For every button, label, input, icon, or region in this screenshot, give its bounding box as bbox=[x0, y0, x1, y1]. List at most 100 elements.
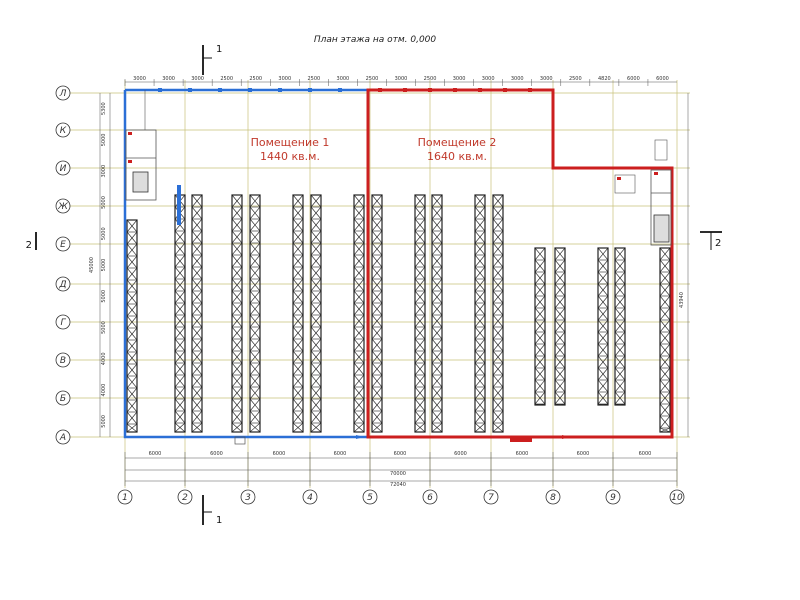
top-segment-dim: 2500 bbox=[249, 76, 262, 82]
row-axis-label: К bbox=[60, 126, 67, 136]
top-segment-dim: 3000 bbox=[278, 76, 291, 82]
row-axis-bubble: Д bbox=[55, 276, 71, 292]
column-axis-label: 8 bbox=[550, 493, 556, 503]
room-2-name: Помещение 2 bbox=[418, 136, 497, 149]
row-axis-label: А bbox=[59, 433, 66, 443]
row-axis-label: Ж bbox=[57, 202, 68, 212]
rack-row bbox=[353, 194, 365, 433]
dim-total-1: 70000 bbox=[390, 471, 406, 477]
rack-row bbox=[310, 194, 322, 433]
column-axis-label: 9 bbox=[610, 493, 616, 503]
axis-grid bbox=[70, 80, 690, 488]
top-segment-dim: 2500 bbox=[424, 76, 437, 82]
top-segment-dim: 3000 bbox=[540, 76, 553, 82]
dim-left-total: 45000 bbox=[89, 257, 95, 273]
top-segment-dim: 3000 bbox=[482, 76, 495, 82]
row-axis-label: Е bbox=[60, 240, 66, 250]
top-segment-dim: 2500 bbox=[307, 76, 320, 82]
left-segment-dim: 5000 bbox=[101, 321, 107, 334]
column-axis-bubble: 1 bbox=[117, 489, 133, 505]
left-segment-dim: 4000 bbox=[101, 384, 107, 397]
left-segment-dim: 5300 bbox=[101, 102, 107, 115]
column-axis-label: 6 bbox=[427, 493, 433, 503]
section-mark-right: 2 bbox=[715, 238, 721, 249]
bottom-span-dim: 6000 bbox=[516, 451, 529, 457]
left-segment-dim: 5000 bbox=[101, 134, 107, 147]
top-segment-dim: 3000 bbox=[337, 76, 350, 82]
column-axis-bubble: 7 bbox=[483, 489, 499, 505]
section-mark-bottom: 1 bbox=[216, 515, 222, 526]
bottom-span-dim: 6000 bbox=[577, 451, 590, 457]
row-axis-bubble: Б bbox=[55, 390, 71, 406]
rack-row bbox=[534, 247, 546, 406]
rack-row bbox=[292, 194, 304, 433]
left-segment-dim: 5000 bbox=[101, 196, 107, 209]
column-axis-bubble: 8 bbox=[545, 489, 561, 505]
top-segment-dim: 2500 bbox=[366, 76, 379, 82]
row-axis-bubble: И bbox=[55, 160, 71, 176]
row-axis-bubble: Л bbox=[55, 85, 71, 101]
plan-title: План этажа на отм. 0,000 bbox=[314, 35, 437, 45]
column-axis-label: 2 bbox=[182, 493, 188, 503]
left-segment-dim: 5000 bbox=[101, 290, 107, 303]
top-segment-dim: 3000 bbox=[133, 76, 146, 82]
column-axis-bubble: 6 bbox=[422, 489, 438, 505]
rack-row bbox=[191, 194, 203, 433]
row-axis-bubble: Г bbox=[55, 314, 71, 330]
row-axis-label: И bbox=[60, 164, 67, 174]
rack-row bbox=[174, 194, 186, 433]
row-axis-bubble: А bbox=[55, 429, 71, 445]
section-marker-left: 2 bbox=[26, 232, 37, 251]
row-axis-bubble: К bbox=[55, 122, 71, 138]
column-axis-label: 4 bbox=[307, 493, 313, 503]
row-axis-bubble: Ж bbox=[55, 198, 71, 214]
section-marker-top: 1 bbox=[202, 44, 222, 75]
row-axis-label: Л bbox=[59, 89, 67, 99]
axis-bubbles: 1 2 3 4 5 6 7 8 9 10 Л К И Ж Е Д Г В Б А bbox=[55, 85, 685, 505]
column-axis-bubble: 5 bbox=[362, 489, 378, 505]
left-segment-dim: 4000 bbox=[101, 352, 107, 365]
bottom-span-dim: 6000 bbox=[149, 451, 162, 457]
bottom-span-dim: 6000 bbox=[394, 451, 407, 457]
top-segment-dim: 6000 bbox=[627, 76, 640, 82]
rack-row bbox=[126, 219, 138, 433]
left-segment-dim: 5000 bbox=[101, 227, 107, 240]
room-1-area: 1440 кв.м. bbox=[260, 150, 320, 163]
bottom-span-dim: 6000 bbox=[454, 451, 467, 457]
row-axis-label: Б bbox=[60, 394, 66, 404]
row-axis-bubble: В bbox=[55, 352, 71, 368]
section-mark-left: 2 bbox=[26, 240, 32, 251]
room-1-name: Помещение 1 bbox=[251, 136, 330, 149]
column-axis-bubble: 10 bbox=[669, 489, 685, 505]
dim-right-total: 43940 bbox=[679, 292, 685, 308]
rack-row bbox=[431, 194, 443, 433]
rack-row bbox=[249, 194, 261, 433]
utility-rooms-right bbox=[614, 139, 672, 246]
room-1-walls bbox=[123, 88, 368, 439]
utility-rooms-left bbox=[125, 90, 157, 201]
top-segment-dim: 6000 bbox=[656, 76, 669, 82]
top-segment-dim: 4820 bbox=[598, 76, 611, 82]
column-axis-bubble: 9 bbox=[605, 489, 621, 505]
row-axis-label: Д bbox=[58, 280, 66, 290]
top-segment-dim: 3000 bbox=[395, 76, 408, 82]
top-segment-dim: 3000 bbox=[162, 76, 175, 82]
left-segment-dim: 5000 bbox=[101, 415, 107, 428]
column-axis-label: 5 bbox=[367, 493, 373, 503]
rack-row bbox=[614, 247, 626, 406]
row-axis-label: Г bbox=[60, 318, 66, 328]
column-axis-label: 3 bbox=[245, 493, 251, 503]
top-segment-dim: 3000 bbox=[453, 76, 466, 82]
top-segment-dim: 3000 bbox=[191, 76, 204, 82]
rack-row bbox=[414, 194, 426, 433]
top-segment-dim: 2500 bbox=[569, 76, 582, 82]
rack-row bbox=[371, 194, 383, 433]
bottom-span-dim: 6000 bbox=[273, 451, 286, 457]
room-2-area: 1640 кв.м. bbox=[427, 150, 487, 163]
bottom-doors bbox=[234, 435, 570, 445]
section-mark-top: 1 bbox=[216, 44, 222, 55]
rack-row bbox=[474, 194, 486, 433]
rack-row bbox=[597, 247, 609, 406]
